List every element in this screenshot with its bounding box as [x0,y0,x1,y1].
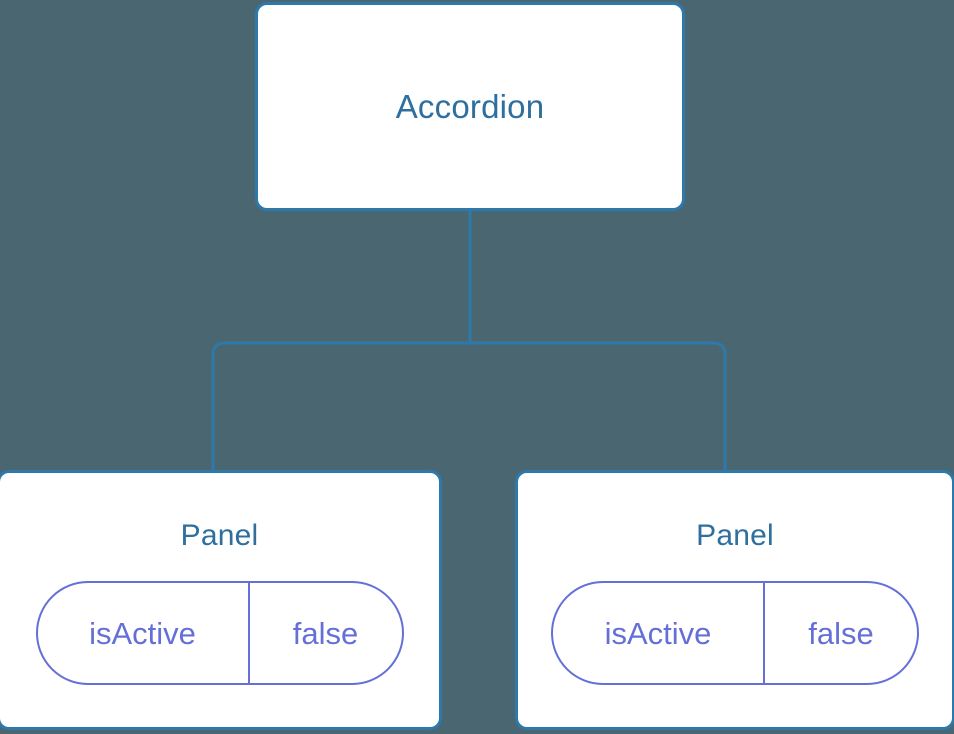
prop-badge[interactable]: isActive false [35,581,404,685]
node-accordion[interactable]: Accordion [255,2,685,211]
prop-key: isActive [553,583,765,683]
prop-badge[interactable]: isActive false [551,581,919,685]
node-panel-0[interactable]: Panel isActive false [0,470,442,730]
edge-bus-to-panel-0 [211,341,470,472]
node-title: Accordion [395,88,545,125]
prop-value: false [292,615,359,651]
node-panel-1[interactable]: Panel isActive false [515,470,954,730]
edge-bus-to-panel-1 [470,341,727,472]
prop-value: false [808,615,874,651]
prop-key: isActive [38,583,250,683]
node-title: Panel [696,519,774,552]
node-title: Panel [180,519,259,552]
